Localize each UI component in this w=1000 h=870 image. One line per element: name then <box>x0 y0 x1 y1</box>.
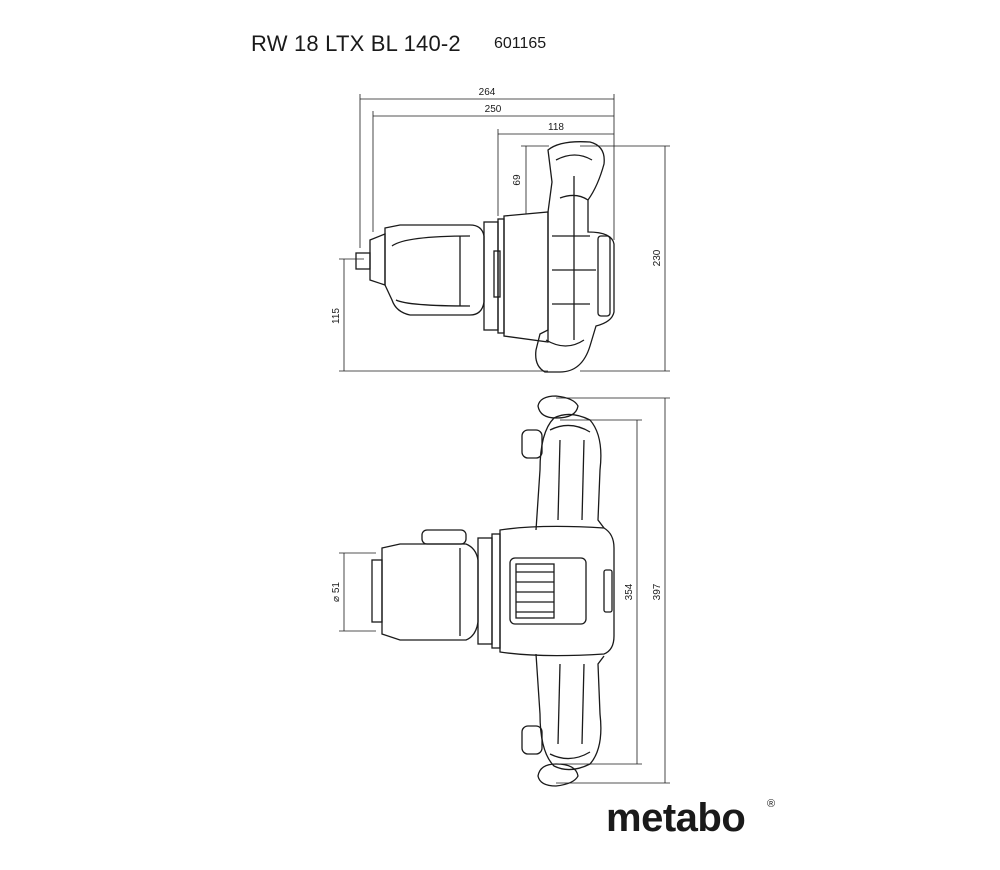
dim-body-length: 250 <box>485 104 502 115</box>
dim-total-height: 230 <box>652 249 663 266</box>
dim-spindle-height: 115 <box>331 308 342 324</box>
dim-handle-inner-width: 354 <box>624 583 635 600</box>
dim-handle-outer-width: 397 <box>652 583 663 600</box>
logo-text: metabo <box>606 796 746 840</box>
dim-spindle-diameter: ⌀ 51 <box>331 582 342 602</box>
dimension-labels: 264 250 118 69 230 115 ⌀ 51 354 397 <box>331 87 663 602</box>
dim-handle-depth: 118 <box>548 122 564 133</box>
model-title: RW 18 LTX BL 140-2 <box>251 31 461 56</box>
top-view-machine <box>371 395 615 787</box>
article-number: 601165 <box>494 35 547 52</box>
dim-handle-offset: 69 <box>512 174 523 186</box>
side-view-machine <box>355 141 615 373</box>
top-dimension-lines <box>339 397 670 784</box>
registered-mark: ® <box>767 798 776 810</box>
metabo-logo: metabo ® <box>606 796 775 856</box>
dim-total-length: 264 <box>479 87 496 98</box>
side-dimension-lines <box>339 94 670 372</box>
